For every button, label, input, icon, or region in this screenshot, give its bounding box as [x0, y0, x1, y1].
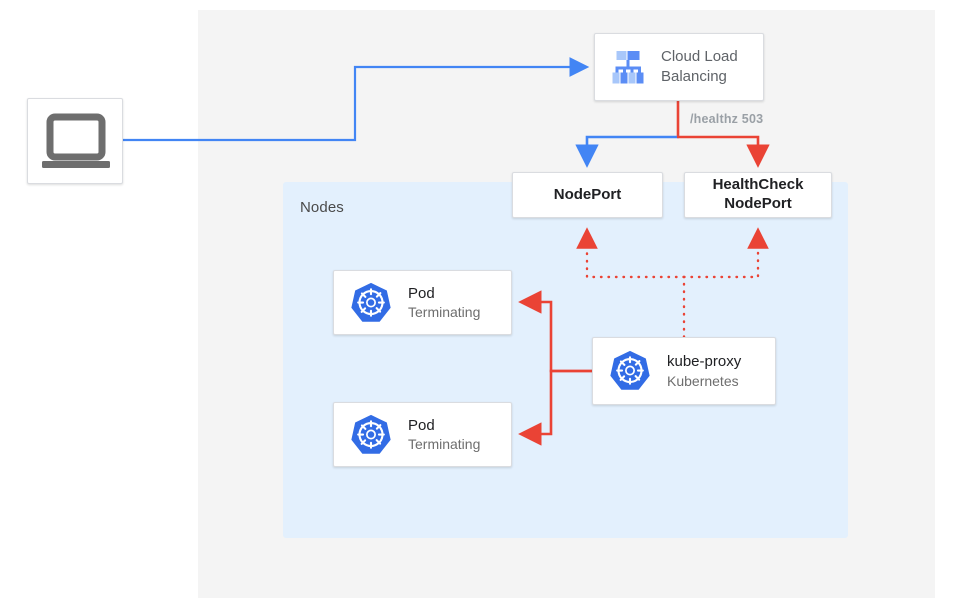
kube-proxy-node[interactable]: kube-proxy Kubernetes	[592, 337, 776, 405]
pod-bottom-subtitle: Terminating	[408, 436, 481, 453]
nodeport-label: NodePort	[553, 185, 622, 203]
pod-top-text: Pod Terminating	[408, 284, 480, 322]
healthcheck-nodeport-label: HealthCheck NodePort	[713, 176, 804, 214]
kubernetes-icon	[351, 282, 391, 322]
pod-top-title: Pod	[408, 284, 435, 302]
kubernetes-icon	[610, 350, 650, 390]
client-node[interactable]	[27, 98, 123, 184]
healthcheck-nodeport-line2: NodePort	[724, 195, 792, 212]
nodes-region-label: Nodes	[300, 199, 344, 216]
kube-proxy-subtitle: Kubernetes	[667, 372, 739, 389]
cloud-load-balancing-label: Cloud Load Balancing	[661, 47, 738, 88]
kube-proxy-text: kube-proxy Kubernetes	[667, 352, 741, 390]
laptop-icon	[42, 113, 110, 168]
kubernetes-icon	[351, 414, 391, 454]
pod-node-bottom[interactable]: Pod Terminating	[333, 402, 512, 467]
pod-node-top[interactable]: Pod Terminating	[333, 270, 512, 335]
pod-bottom-title: Pod	[408, 416, 435, 434]
cloud-load-balancing-title-line2: Balancing	[661, 68, 727, 85]
nodeport-node[interactable]: NodePort	[512, 172, 663, 218]
cloud-load-balancing-icon	[612, 51, 644, 84]
healthcheck-nodeport-line1: HealthCheck	[712, 176, 804, 194]
healthz-edge-label: /healthz 503	[690, 112, 764, 126]
pod-bottom-text: Pod Terminating	[408, 416, 480, 454]
kube-proxy-title: kube-proxy	[667, 353, 742, 371]
healthcheck-nodeport-node[interactable]: HealthCheck NodePort	[684, 172, 832, 218]
cloud-load-balancing-node[interactable]: Cloud Load Balancing	[594, 33, 764, 101]
pod-top-subtitle: Terminating	[408, 304, 481, 321]
cloud-load-balancing-title-line1: Cloud Load	[661, 47, 738, 65]
